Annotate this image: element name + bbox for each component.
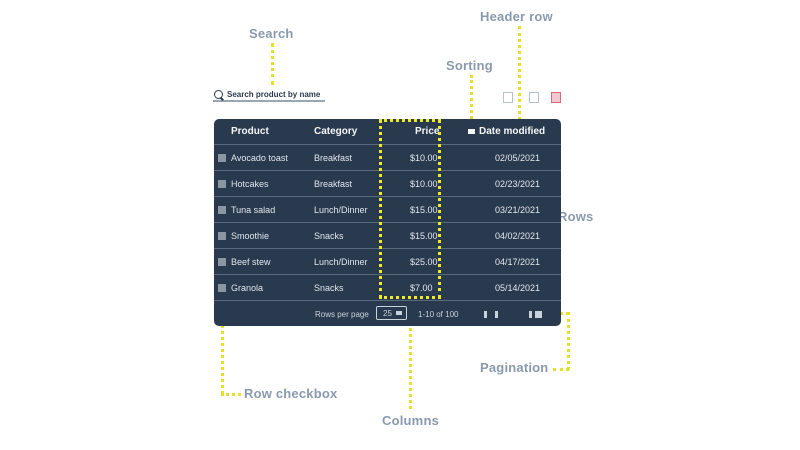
edit-icon[interactable] <box>529 92 539 103</box>
cell-product: Beef stew <box>231 257 271 267</box>
search-placeholder: Search product by name <box>227 89 321 99</box>
leader-row-checkbox-h <box>221 393 241 396</box>
table-row[interactable]: Tuna salad Lunch/Dinner $15.00 03/21/202… <box>214 196 561 223</box>
leader-search <box>271 43 274 85</box>
annotation-pagination: Pagination <box>480 360 549 375</box>
prev-page-icon[interactable] <box>495 311 498 318</box>
table-header-row: Product Category Price Date modified <box>214 119 561 144</box>
cell-category: Lunch/Dinner <box>314 205 368 215</box>
header-date-modified[interactable]: Date modified <box>479 126 546 137</box>
cell-category: Snacks <box>314 231 344 241</box>
leader-pagination-v <box>567 312 570 370</box>
search-input[interactable]: Search product by name <box>213 88 325 102</box>
rows-per-page-select[interactable]: 25 <box>376 306 407 320</box>
delete-icon[interactable] <box>551 92 561 103</box>
cell-category: Breakfast <box>314 179 353 189</box>
row-checkbox[interactable] <box>218 284 226 292</box>
next-page-icon[interactable] <box>529 311 532 318</box>
cell-date: 05/14/2021 <box>495 283 541 293</box>
cell-price: $25.00 <box>410 257 438 267</box>
cell-date: 02/23/2021 <box>495 179 541 189</box>
pagination-bar: Rows per page 25 1-10 of 100 <box>214 300 561 326</box>
cell-category: Snacks <box>314 283 344 293</box>
rows-per-page-value: 25 <box>383 309 392 318</box>
table-row[interactable]: Beef stew Lunch/Dinner $25.00 04/17/2021 <box>214 248 561 275</box>
cell-product: Avocado toast <box>231 153 288 163</box>
annotation-columns: Columns <box>382 413 440 428</box>
cell-product: Granola <box>231 283 264 293</box>
cell-price: $10.00 <box>410 153 438 163</box>
cell-price: $15.00 <box>410 231 438 241</box>
annotation-search: Search <box>249 26 294 41</box>
table-row[interactable]: Granola Snacks $7.00 05/14/2021 <box>214 274 561 301</box>
row-checkbox[interactable] <box>218 154 226 162</box>
pagination-range: 1-10 of 100 <box>418 310 459 319</box>
cell-category: Lunch/Dinner <box>314 257 368 267</box>
cell-date: 04/17/2021 <box>495 257 541 267</box>
chevron-down-icon <box>396 311 402 315</box>
cell-date: 04/02/2021 <box>495 231 541 241</box>
table-row[interactable]: Avocado toast Breakfast $10.00 02/05/202… <box>214 144 561 171</box>
annotation-rows: Rows <box>558 209 594 224</box>
leader-columns <box>409 299 412 409</box>
columns-highlight <box>379 119 441 299</box>
header-category[interactable]: Category <box>314 126 358 137</box>
cell-product: Hotcakes <box>231 179 269 189</box>
search-icon <box>214 89 223 99</box>
rows-per-page-label: Rows per page <box>315 310 369 319</box>
data-table: Product Category Price Date modified Avo… <box>214 119 561 326</box>
cell-category: Breakfast <box>314 153 353 163</box>
leader-pagination-end <box>553 368 569 371</box>
cell-price: $15.00 <box>410 205 438 215</box>
row-checkbox[interactable] <box>218 180 226 188</box>
row-checkbox[interactable] <box>218 232 226 240</box>
last-page-icon[interactable] <box>535 311 542 318</box>
leader-row-checkbox-v <box>221 288 224 394</box>
cell-product: Tuna salad <box>231 205 276 215</box>
cell-product: Smoothie <box>231 231 270 241</box>
annotation-header-row: Header row <box>480 9 553 24</box>
copy-icon[interactable] <box>503 92 513 103</box>
header-price[interactable]: Price <box>415 126 440 137</box>
cell-price: $10.00 <box>410 179 438 189</box>
first-page-icon[interactable] <box>484 311 487 318</box>
table-row[interactable]: Smoothie Snacks $15.00 04/02/2021 <box>214 222 561 249</box>
sort-icon[interactable] <box>468 129 475 134</box>
leader-sorting <box>470 75 473 125</box>
annotation-sorting: Sorting <box>446 58 493 73</box>
row-checkbox[interactable] <box>218 206 226 214</box>
table-row[interactable]: Hotcakes Breakfast $10.00 02/23/2021 <box>214 170 561 197</box>
header-product[interactable]: Product <box>231 126 269 137</box>
cell-date: 02/05/2021 <box>495 153 541 163</box>
cell-date: 03/21/2021 <box>495 205 541 215</box>
row-checkbox[interactable] <box>218 258 226 266</box>
cell-price: $7.00 <box>410 283 433 293</box>
annotation-row-checkbox: Row checkbox <box>244 386 338 401</box>
leader-header-row <box>518 26 521 126</box>
